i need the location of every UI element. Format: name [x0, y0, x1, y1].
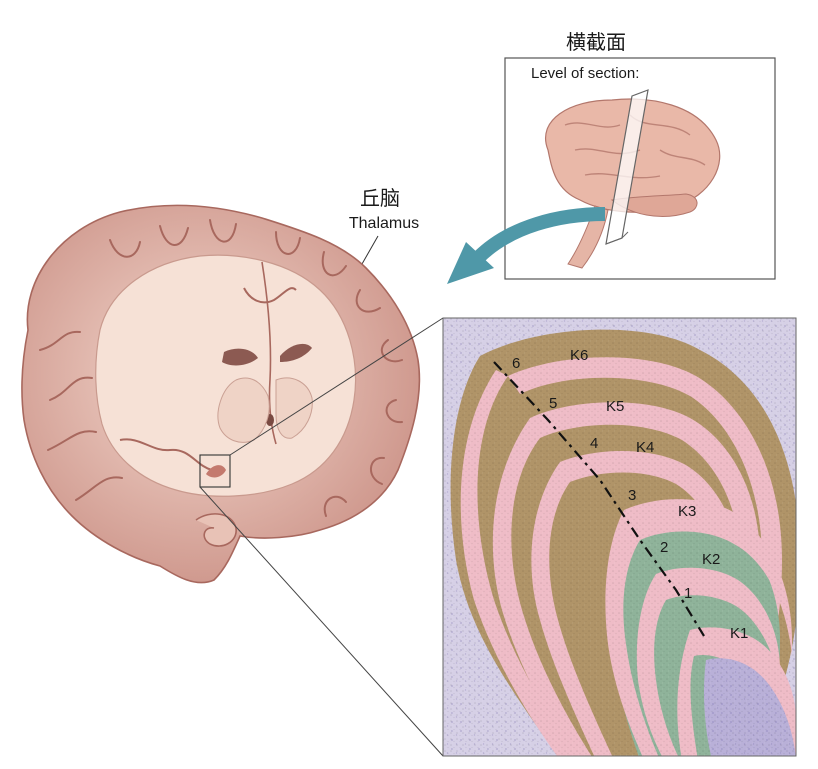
inset-caption: Level of section:	[531, 65, 639, 82]
layer-name-k2: K2	[702, 551, 720, 568]
thalamus-label-cn: 丘脑	[360, 186, 400, 210]
inset-heading: 横截面	[566, 30, 626, 54]
zoom-line-bottom	[199, 486, 444, 757]
brain-coronal-section-icon	[21, 204, 421, 584]
layer-number-2: 2	[660, 539, 668, 556]
layer-number-1: 1	[684, 585, 692, 602]
zoom-line-top	[229, 317, 444, 456]
layer-number-5: 5	[549, 395, 557, 412]
curved-arrow-icon	[447, 207, 606, 284]
layer-number-3: 3	[628, 487, 636, 504]
layer-number-4: 4	[590, 435, 598, 452]
lgn-micrograph-panel: 6 5 4 3 2 1 K6 K5 K4 K3 K2 K1	[442, 317, 797, 757]
layer-number-6: 6	[512, 355, 520, 372]
layer-name-k5: K5	[606, 398, 624, 415]
layer-name-k4: K4	[636, 439, 654, 456]
layer-name-k1: K1	[730, 625, 748, 642]
thalamus-label-en: Thalamus	[349, 215, 419, 232]
lgn-highlight-box	[199, 454, 231, 488]
layer-name-k6: K6	[570, 347, 588, 364]
layer-axis-dashed-line	[493, 361, 705, 637]
layer-name-k3: K3	[678, 503, 696, 520]
